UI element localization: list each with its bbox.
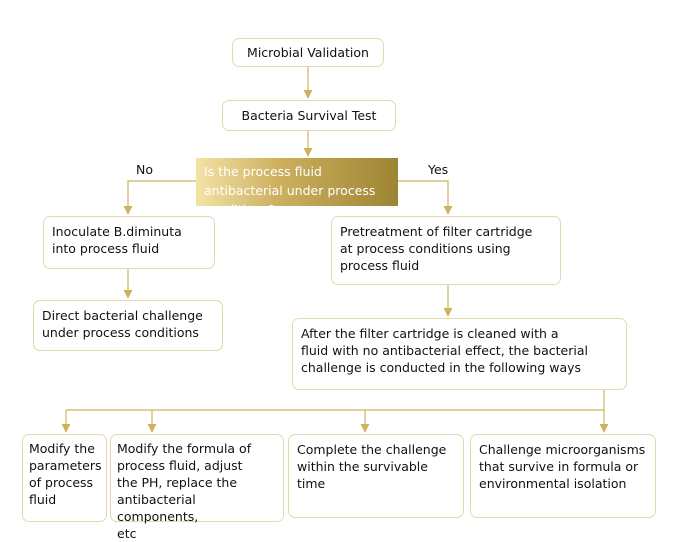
connector-after-to-branches bbox=[66, 390, 605, 411]
node-modify-formula-text: Modify the formula of process fluid, adj… bbox=[117, 441, 252, 541]
node-complete-challenge: Complete the challenge within the surviv… bbox=[288, 434, 464, 518]
node-direct-challenge-text: Direct bacterial challenge under process… bbox=[42, 308, 203, 340]
node-microbial-validation: Microbial Validation bbox=[232, 38, 384, 67]
node-modify-parameters: Modify the parameters of process fluid bbox=[22, 434, 107, 522]
node-bacteria-survival-test-text: Bacteria Survival Test bbox=[241, 108, 377, 123]
decision-node-text: Is the process fluid antibacterial under… bbox=[204, 164, 376, 217]
node-bacteria-survival-test: Bacteria Survival Test bbox=[222, 100, 396, 131]
node-microbial-validation-text: Microbial Validation bbox=[247, 45, 369, 60]
node-modify-parameters-text: Modify the parameters of process fluid bbox=[29, 441, 102, 507]
node-after-cleaned: After the filter cartridge is cleaned wi… bbox=[292, 318, 627, 390]
label-no: No bbox=[136, 162, 153, 177]
arrow-decision-to-yes bbox=[398, 180, 453, 215]
node-direct-challenge: Direct bacterial challenge under process… bbox=[33, 300, 223, 351]
arrow-decision-to-no bbox=[123, 180, 196, 215]
node-challenge-microorganisms-text: Challenge microorganisms that survive in… bbox=[479, 442, 646, 491]
node-inoculate-text: Inoculate B.diminuta into process fluid bbox=[52, 224, 182, 256]
node-challenge-microorganisms: Challenge microorganisms that survive in… bbox=[470, 434, 656, 518]
node-after-cleaned-text: After the filter cartridge is cleaned wi… bbox=[301, 326, 588, 375]
node-pretreatment: Pretreatment of filter cartridge at proc… bbox=[331, 216, 561, 285]
node-modify-formula: Modify the formula of process fluid, adj… bbox=[110, 434, 284, 541]
node-complete-challenge-text: Complete the challenge within the surviv… bbox=[297, 442, 447, 491]
label-yes: Yes bbox=[428, 162, 449, 177]
decision-node: Is the process fluid antibacterial under… bbox=[196, 158, 398, 217]
node-inoculate: Inoculate B.diminuta into process fluid bbox=[43, 216, 215, 269]
node-pretreatment-text: Pretreatment of filter cartridge at proc… bbox=[340, 224, 533, 273]
